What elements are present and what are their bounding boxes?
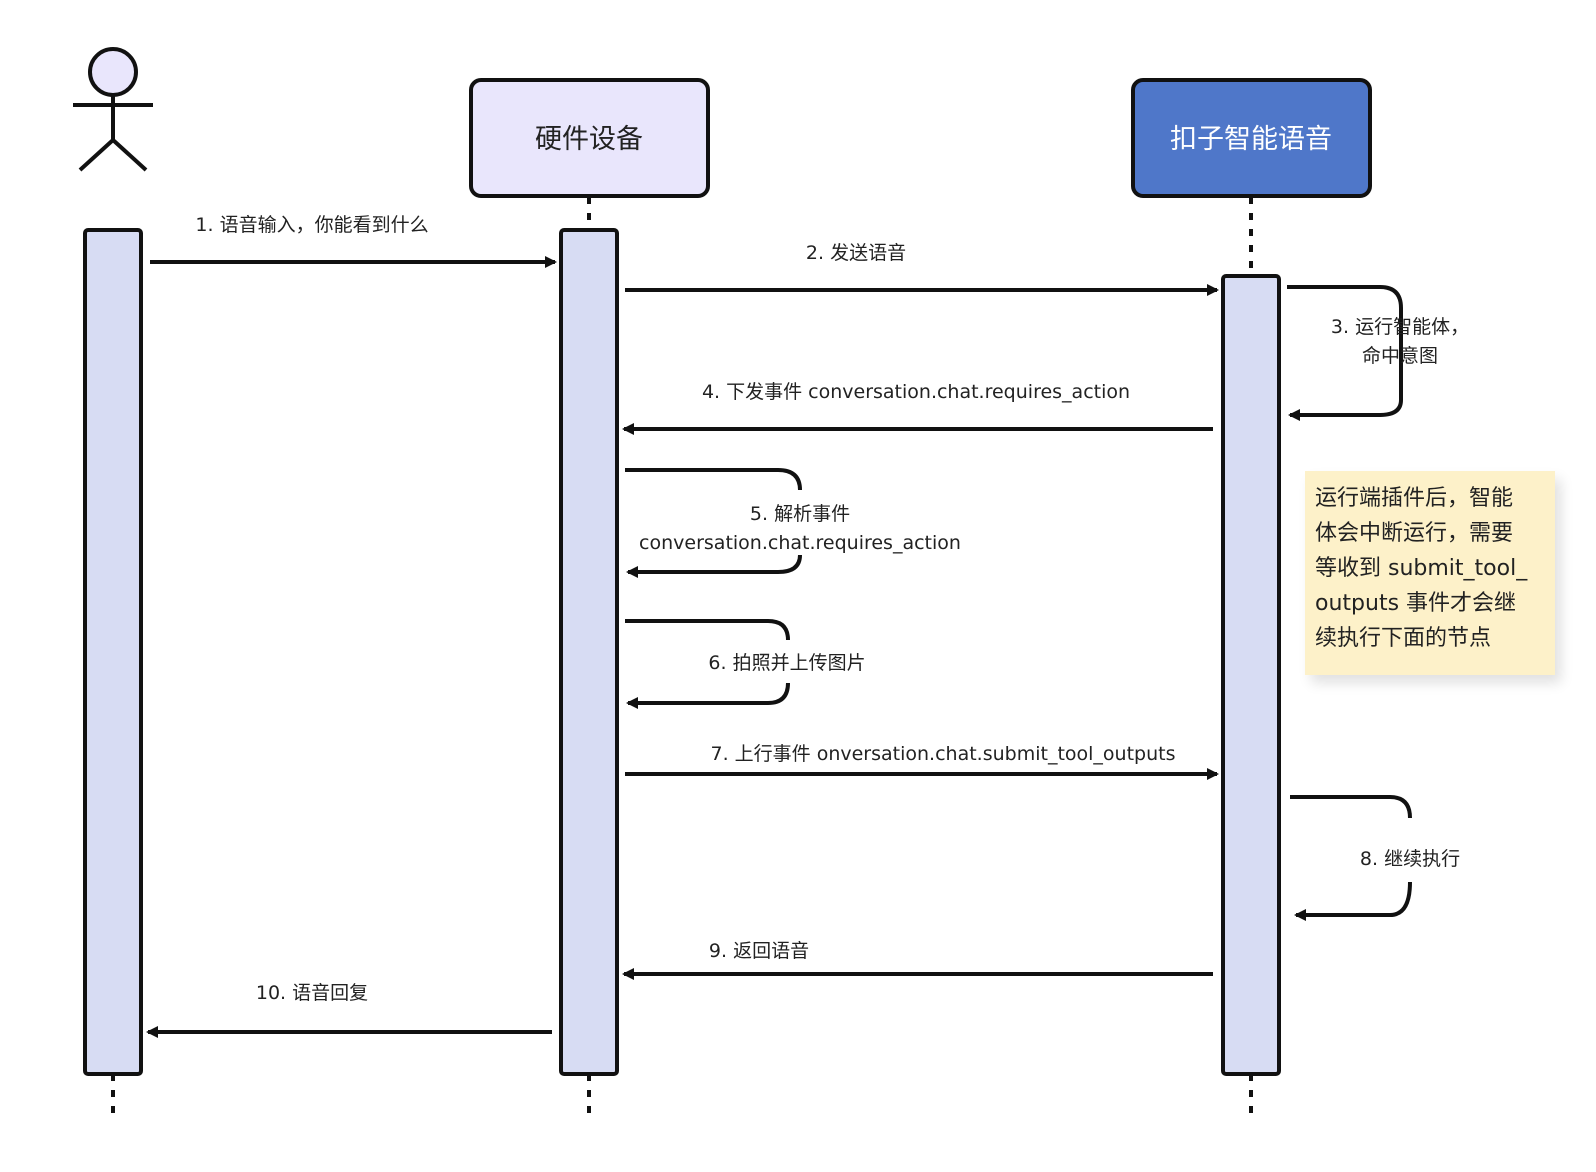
message-6-label: 6. 拍照并上传图片 [708,652,865,674]
message-5-self-arrow [625,468,802,572]
note-line: 运行端插件后，智能 [1315,486,1514,511]
message-2-label: 2. 发送语音 [806,242,906,264]
message-9-label: 9. 返回语音 [709,940,809,962]
user-actor-icon [73,47,153,172]
note-line: 续执行下面的节点 [1315,626,1492,651]
note-line: 等收到 submit_tool_ [1315,556,1528,581]
message-3-self-arrow [1287,285,1403,421]
sticky-note: 运行端插件后，智能 体会中断运行，需要 等收到 submit_tool_ out… [1305,471,1555,675]
message-5-label-line1: 5. 解析事件 [750,503,850,525]
message-3-label-line1: 3. 运行智能体， [1331,316,1469,338]
message-10-label: 10. 语音回复 [256,982,368,1004]
lifelines [111,197,1253,1118]
coze-activation-bar [1221,274,1281,1076]
device-activation-bar [559,228,619,1076]
device-participant-label: 硬件设备 [535,124,643,155]
message-5-label-line2: conversation.chat.requires_action [639,532,961,554]
message-8-label: 8. 继续执行 [1360,848,1460,870]
message-1-label: 1. 语音输入，你能看到什么 [195,214,428,236]
coze-participant-box [1131,78,1372,198]
user-activation-bar [83,228,143,1076]
message-8-self-arrow [1290,795,1412,915]
note-line: 体会中断运行，需要 [1315,521,1514,546]
message-6-self-arrow [625,619,790,703]
message-4-label: 4. 下发事件 conversation.chat.requires_actio… [702,381,1130,403]
message-3-label-line2: 命中意图 [1362,345,1438,367]
device-participant-box [469,78,710,198]
message-7-label: 7. 上行事件 onversation.chat.submit_tool_out… [711,743,1176,765]
note-line: outputs 事件才会继 [1315,591,1517,616]
coze-participant-label: 扣子智能语音 [1170,124,1332,155]
